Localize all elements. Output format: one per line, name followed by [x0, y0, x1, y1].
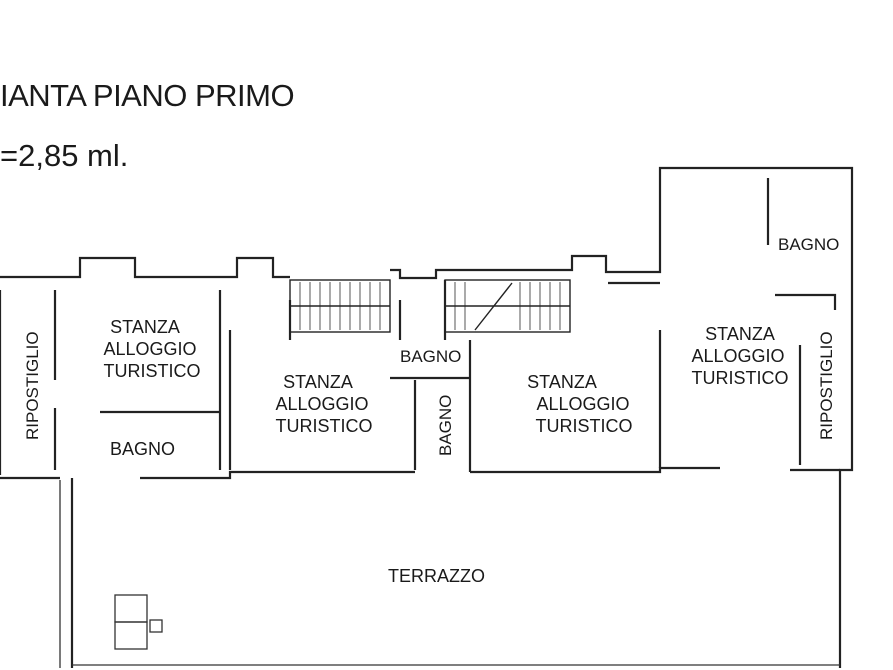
room-label-ripostiglio-left: RIPOSTIGLIO	[23, 331, 42, 440]
room-label-stanza-3-line3: TURISTICO	[536, 416, 633, 436]
floor-height-label: =2,85 ml.	[0, 138, 129, 173]
room-label-stanza-1-line2: ALLOGGIO	[103, 339, 196, 359]
room-label-stanza-4-line3: TURISTICO	[692, 368, 789, 388]
room-label-stanza-1-line1: STANZA	[110, 317, 180, 337]
room-label-stanza-4-line1: STANZA	[705, 324, 775, 344]
staircase-right	[444, 279, 571, 333]
room-label-stanza-2-line1: STANZA	[283, 372, 353, 392]
room-label-stanza-3-line2: ALLOGGIO	[536, 394, 629, 414]
room-label-bagno-4: BAGNO	[778, 235, 839, 254]
room-label-terrazzo: TERRAZZO	[388, 566, 485, 586]
room-label-stanza-2-line3: TURISTICO	[276, 416, 373, 436]
room-label-stanza-3-line1: STANZA	[527, 372, 597, 392]
room-label-ripostiglio-right: RIPOSTIGLIO	[817, 331, 836, 440]
room-label-stanza-2-line2: ALLOGGIO	[275, 394, 368, 414]
room-label-bagno-1: BAGNO	[110, 439, 175, 459]
room-label-bagno-2: BAGNO	[400, 347, 461, 366]
staircase-left	[289, 279, 391, 333]
building-walls	[0, 166, 854, 668]
room-label-bagno-3: BAGNO	[436, 395, 455, 456]
room-label-stanza-4-line2: ALLOGGIO	[691, 346, 784, 366]
plan-title: IANTA PIANO PRIMO	[0, 78, 295, 113]
interior-walls	[53, 178, 837, 472]
room-label-stanza-1-line3: TURISTICO	[104, 361, 201, 381]
terrace-fixture	[114, 594, 163, 650]
